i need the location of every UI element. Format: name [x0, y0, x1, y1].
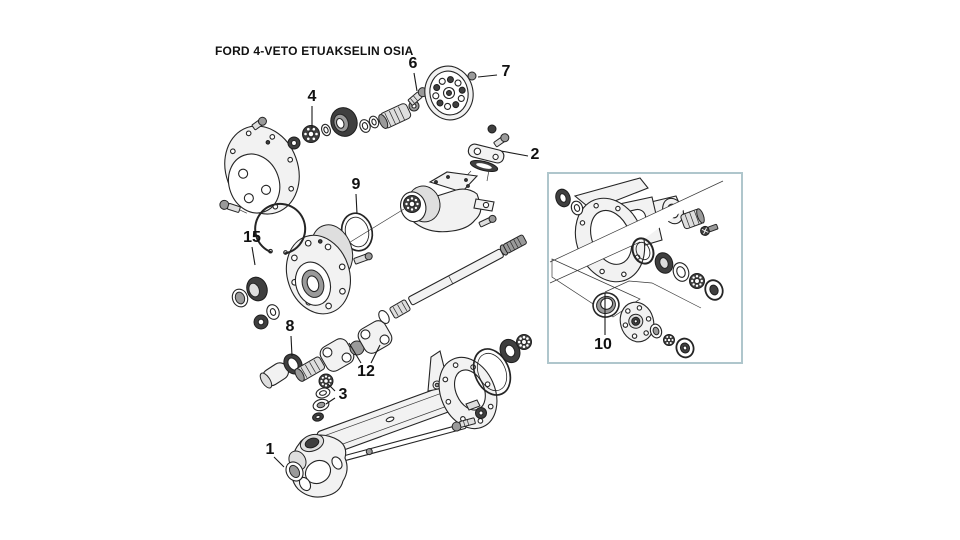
- steering-knuckle: [400, 171, 497, 233]
- flange-bolt: [467, 71, 477, 81]
- drive-flange: [424, 65, 477, 121]
- diagram-title: FORD 4-VETO ETUAKSELIN OSIA: [215, 44, 414, 58]
- part-label-3: 3: [338, 386, 348, 403]
- part-label-15: 15: [243, 229, 261, 246]
- inset-box: [547, 172, 743, 364]
- hub-cap: [219, 116, 300, 215]
- wheel-stud: [353, 252, 373, 265]
- lock-ring-and-bearing: [231, 202, 307, 330]
- universal-joint: [294, 299, 411, 382]
- wheel-hub: [285, 224, 373, 315]
- hub-cap-bolt-left: [219, 199, 248, 214]
- kingpin-lower-bushing: [285, 450, 307, 482]
- part-label-7: 7: [501, 63, 511, 80]
- part-label-8: 8: [285, 318, 295, 335]
- part-label-4: 4: [307, 88, 317, 105]
- part-label-10: 10: [594, 336, 612, 353]
- steering-arm-parts: [459, 124, 510, 184]
- leader-lines: [251, 72, 606, 468]
- part-label-6: 6: [408, 55, 418, 72]
- part-label-2: 2: [530, 146, 540, 163]
- washer-stack: [312, 373, 334, 422]
- part-label-12: 12: [357, 363, 375, 380]
- splined-coupling: [378, 103, 412, 129]
- hub-cap-bolt-top: [251, 116, 267, 131]
- inset-hub-bearing: [592, 292, 620, 318]
- inset-hub-flange: [619, 301, 655, 343]
- part-label-1: 1: [265, 441, 275, 458]
- part-label-9: 9: [351, 176, 361, 193]
- housing-bolt: [451, 417, 476, 432]
- axle-shaft: [408, 234, 527, 306]
- axle-housing: [291, 334, 532, 498]
- hub-bearing-row: [287, 100, 420, 150]
